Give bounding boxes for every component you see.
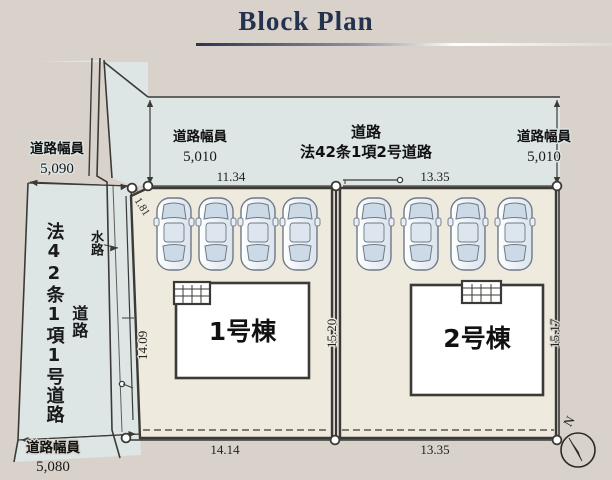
corner-node — [142, 180, 154, 192]
road-outline-left-outer2 — [88, 57, 93, 177]
title-underline — [196, 43, 612, 46]
car-icon — [353, 197, 395, 271]
corner-node — [551, 434, 563, 446]
car-icon — [237, 197, 279, 271]
road-width-top-left-value: 5,010 — [183, 149, 217, 165]
title-block: Block Plan — [0, 2, 612, 48]
corner-node — [126, 182, 138, 194]
dim-arrow-road-width-left-upper — [29, 181, 129, 187]
road-width-top-right-label: 道路幅員 — [517, 129, 571, 145]
road-area-left-upper — [38, 60, 148, 186]
road-top-name-line1: 道路 — [350, 123, 381, 141]
road-outline-upper-left — [103, 59, 113, 179]
car-icon — [494, 197, 536, 271]
road-outline-left-outer — [96, 57, 121, 459]
building-1-label: 1号棟 — [208, 317, 277, 346]
road-area-left-bottom — [14, 434, 141, 462]
dimension-top-left: 11.34 — [216, 169, 246, 184]
waterway-channel — [112, 185, 123, 433]
corner-node — [330, 180, 342, 192]
dimension-left-side: 14.09 — [135, 330, 150, 360]
road-width-top-right-value: 5,010 — [527, 149, 561, 165]
road-left-name-sub: 道路 — [69, 305, 89, 339]
road-width-left-lower-value: 5,080 — [36, 459, 70, 475]
building-2-balcony — [460, 279, 503, 305]
car-icon — [153, 197, 195, 271]
lot-outline-1 — [129, 186, 334, 440]
car-icon — [447, 197, 489, 271]
car-icon — [400, 197, 442, 271]
building-2-label: 2号棟 — [443, 324, 511, 353]
road-width-left-lower-label: 道路幅員 — [26, 440, 80, 456]
road-width-top-left-label: 道路幅員 — [173, 129, 227, 145]
dimension-bottom-right: 13.35 — [420, 442, 450, 457]
compass-rose — [560, 432, 596, 468]
road-outline-diagonal — [103, 61, 149, 98]
parking-cars-lot-1 — [153, 197, 321, 271]
dimension-center-divider: 15.20 — [324, 318, 339, 348]
car-icon — [195, 197, 237, 271]
corner-node — [120, 432, 132, 444]
road-width-left-upper-value: 5,090 — [40, 161, 74, 177]
corner-node — [551, 180, 563, 192]
corner-node — [329, 434, 341, 446]
page-title: Block Plan — [238, 6, 374, 36]
road-width-left-upper-label: 道路幅員 — [30, 141, 84, 157]
road-area-left — [18, 183, 140, 440]
dimension-top-right: 13.35 — [420, 169, 450, 184]
dimension-right-side: 15.17 — [547, 318, 562, 348]
waterway-label: 水路 — [88, 230, 104, 256]
dim-line-left-side — [125, 195, 134, 421]
building-1-balcony — [172, 280, 212, 306]
road-area-top — [148, 97, 560, 186]
dim-arrow-road-width-left-lower — [20, 433, 137, 441]
road-top-name-line2: 法42条1項2号道路 — [300, 143, 432, 161]
car-icon — [279, 197, 321, 271]
road-left-name: 法42条1項1号道路 — [43, 222, 65, 424]
parking-cars-lot-2 — [353, 197, 536, 271]
dimension-bottom-left: 14.14 — [210, 442, 240, 457]
